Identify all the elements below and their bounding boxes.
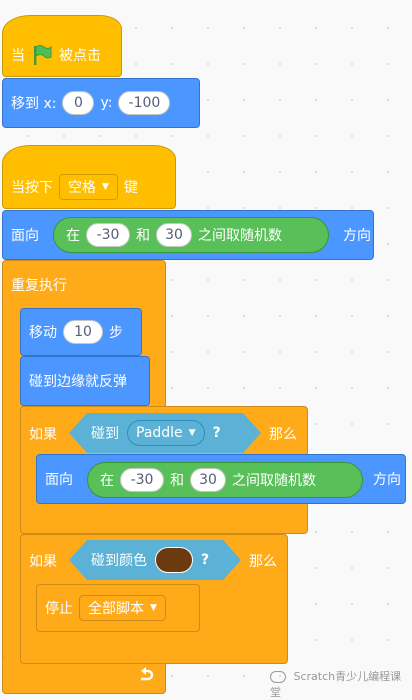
forever-label: 重复执行 xyxy=(11,278,67,294)
loop-arrow-icon xyxy=(137,665,157,689)
point-prefix: 面向 xyxy=(45,472,73,488)
dropdown-arrow-icon: ▼ xyxy=(150,603,157,613)
when-flag-clicked-block[interactable]: 当 被点击 xyxy=(2,15,122,77)
clicked-label: 被点击 xyxy=(59,48,101,64)
random-to-input[interactable]: 30 xyxy=(190,468,226,492)
when-label: 当 xyxy=(11,48,25,64)
point-in-direction-block[interactable]: 面向 在 -30 和 30 之间取随机数 方向 xyxy=(36,454,406,504)
move-label: 移动 xyxy=(29,325,57,341)
random-between-label: 之间取随机数 xyxy=(232,473,316,489)
stop-label: 停止 xyxy=(45,601,73,617)
touching-label: 碰到 xyxy=(91,426,119,442)
goto-x-input[interactable]: 0 xyxy=(62,91,95,115)
random-and-label: 和 xyxy=(170,473,184,489)
point-suffix: 方向 xyxy=(343,228,371,244)
when-key-pressed-block[interactable]: 当按下 空格 ▼ 键 xyxy=(2,145,176,209)
bounce-on-edge-block[interactable]: 碰到边缘就反弹 xyxy=(20,356,150,406)
stop-block[interactable]: 停止 全部脚本 ▼ xyxy=(36,584,200,632)
random-to-input[interactable]: 30 xyxy=(156,223,192,247)
key-dropdown[interactable]: 空格 ▼ xyxy=(59,174,118,200)
touching-color-sensor[interactable]: 碰到颜色 ? xyxy=(69,540,241,580)
random-operator-block[interactable]: 在 -30 和 30 之间取随机数 xyxy=(87,462,363,498)
if1-label: 如果 xyxy=(29,427,57,443)
random-from-input[interactable]: -30 xyxy=(120,468,164,492)
if2-then-label: 那么 xyxy=(249,554,277,570)
touching-sprite-dropdown[interactable]: Paddle ▼ xyxy=(127,420,205,446)
stop-option-value: 全部脚本 xyxy=(88,601,144,617)
color-swatch-picker[interactable] xyxy=(155,547,193,573)
point-suffix: 方向 xyxy=(373,472,401,488)
stop-option-dropdown[interactable]: 全部脚本 ▼ xyxy=(79,595,166,621)
dropdown-arrow-icon: ▼ xyxy=(102,182,109,192)
goto-y-label: y: xyxy=(100,95,113,111)
goto-label: 移到 x: xyxy=(11,96,57,112)
watermark: Scratch青少儿编程课堂 xyxy=(270,668,412,700)
random-in-label: 在 xyxy=(66,228,80,244)
goto-y-input[interactable]: -100 xyxy=(118,91,171,115)
key-suffix: 键 xyxy=(123,180,138,196)
random-in-label: 在 xyxy=(100,473,114,489)
watermark-text: Scratch青少儿编程课堂 xyxy=(270,670,402,699)
dropdown-arrow-icon: ▼ xyxy=(188,428,196,438)
touching-color-label: 碰到颜色 xyxy=(91,553,147,569)
touching-sprite-value: Paddle xyxy=(136,425,183,441)
if2-label: 如果 xyxy=(29,554,57,570)
random-operator-block[interactable]: 在 -30 和 30 之间取随机数 xyxy=(53,217,329,253)
random-and-label: 和 xyxy=(136,228,150,244)
random-from-input[interactable]: -30 xyxy=(86,223,130,247)
goto-xy-block[interactable]: 移到 x: 0 y: -100 xyxy=(2,78,200,128)
move-steps-input[interactable]: 10 xyxy=(63,320,103,344)
when-key-label: 当按下 xyxy=(11,180,53,196)
touching-question-mark: ? xyxy=(212,425,221,441)
point-prefix: 面向 xyxy=(11,228,39,244)
point-in-direction-block[interactable]: 面向 在 -30 和 30 之间取随机数 方向 xyxy=(2,210,374,260)
random-between-label: 之间取随机数 xyxy=(198,228,282,244)
move-steps-block[interactable]: 移动 10 步 xyxy=(20,308,142,356)
wechat-icon xyxy=(270,671,286,683)
bounce-label: 碰到边缘就反弹 xyxy=(29,374,127,390)
touching-color-question-mark: ? xyxy=(201,552,210,568)
touching-sprite-sensor[interactable]: 碰到 Paddle ▼ ? xyxy=(69,413,261,453)
key-value: 空格 xyxy=(68,180,96,196)
steps-label: 步 xyxy=(109,325,123,341)
if1-then-label: 那么 xyxy=(269,427,297,443)
green-flag-icon xyxy=(31,44,53,66)
